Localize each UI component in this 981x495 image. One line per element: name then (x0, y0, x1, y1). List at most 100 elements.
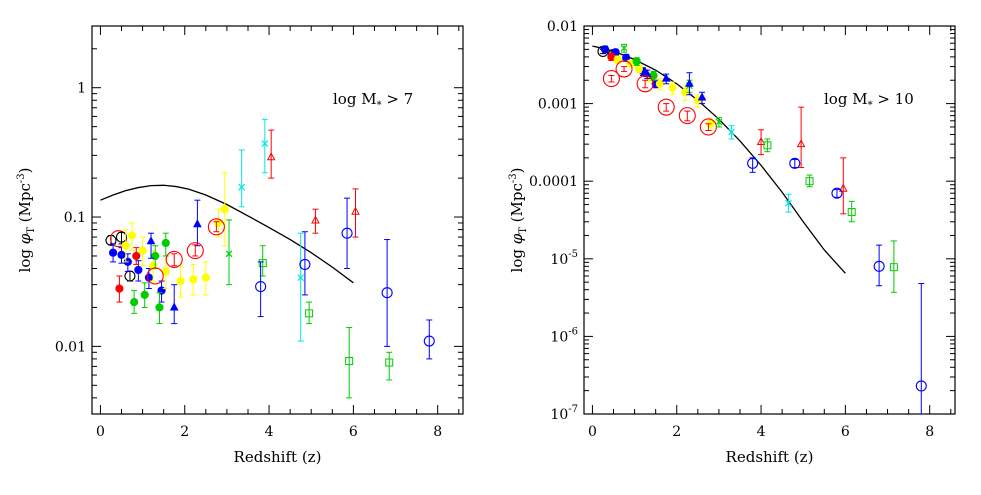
marker-open-square (805, 177, 814, 186)
marker-cross (785, 199, 792, 207)
marker-open-circle (873, 260, 885, 272)
marker-open-circle (299, 258, 311, 270)
marker-dot (176, 276, 185, 286)
data-point (607, 52, 616, 61)
data-point (385, 351, 394, 381)
marker-open-square (763, 141, 772, 150)
data-point (615, 60, 633, 78)
marker-large-circle (207, 218, 225, 236)
marker-large-circle (165, 250, 183, 268)
threshold-annotation: log M* > 7 (333, 90, 413, 111)
marker-large-circle (602, 70, 620, 88)
data-point (915, 283, 927, 414)
data-point (130, 290, 139, 314)
marker-triangle (661, 73, 671, 82)
data-point (620, 43, 628, 53)
data-point (789, 157, 801, 169)
data-point (108, 243, 118, 263)
data-point (805, 174, 814, 188)
data-point (763, 138, 772, 153)
y-tick-label: 0.01 (547, 19, 578, 35)
plot-area (592, 43, 927, 414)
data-point (847, 200, 856, 223)
x-tick-label: 4 (757, 424, 766, 440)
plot-frame (91, 25, 464, 415)
data-point (747, 157, 759, 173)
x-tick-label: 8 (925, 424, 934, 440)
data-point (838, 157, 848, 215)
data-point (634, 64, 643, 74)
data-point (636, 75, 654, 93)
threshold-annotation: log M* > 10 (824, 90, 914, 111)
marker-large-circle (636, 75, 654, 93)
marker-open-triangle (351, 206, 360, 215)
data-point (297, 232, 305, 342)
marker-open-circle (831, 187, 843, 199)
data-point (668, 81, 677, 96)
marker-open-circle (341, 227, 353, 239)
marker-dot (134, 265, 143, 275)
marker-open-triangle (756, 136, 766, 145)
marker-dot (155, 303, 164, 312)
data-point (121, 229, 130, 263)
x-tick-label: 0 (96, 424, 105, 440)
marker-dot (161, 238, 170, 248)
data-point (728, 125, 735, 140)
data-point (305, 301, 314, 325)
marker-open-circle (789, 157, 801, 169)
marker-large-circle (657, 98, 675, 116)
marker-large-circle (678, 107, 696, 125)
data-point (201, 261, 210, 296)
data-point (351, 188, 360, 238)
x-tick-label: 6 (841, 424, 850, 440)
x-axis-title: Redshift (z) (726, 448, 814, 466)
marker-open-circle (915, 380, 927, 392)
marker-open-circle (255, 281, 267, 293)
marker-dot (201, 273, 210, 282)
data-point (261, 118, 269, 174)
y-tick-label: 1 (77, 81, 86, 97)
data-point (600, 45, 610, 54)
data-point (345, 326, 354, 399)
data-point (381, 239, 393, 347)
marker-triangle (193, 219, 202, 228)
data-point (225, 219, 233, 286)
data-point (341, 197, 353, 270)
marker-dot (132, 251, 141, 261)
data-point (186, 242, 204, 260)
marker-open-square (847, 208, 856, 217)
data-point (255, 261, 267, 318)
y-tick-label: 10-7 (550, 404, 578, 423)
y-tick-label: 10-5 (550, 249, 578, 268)
data-point (146, 232, 156, 259)
marker-cross (225, 250, 233, 258)
data-point (311, 208, 320, 234)
marker-dot (220, 205, 229, 214)
data-point (124, 270, 136, 282)
marker-dot (634, 64, 643, 74)
x-tick-label: 2 (672, 424, 681, 440)
marker-cross (715, 118, 723, 126)
marker-dot (613, 55, 622, 64)
marker-open-circle (115, 231, 128, 243)
marker-open-triangle (838, 183, 848, 192)
data-point (831, 187, 843, 199)
y-axis-title: log φT (Mpc-3) (508, 168, 529, 273)
data-point (661, 73, 671, 85)
marker-dot (115, 284, 124, 293)
marker-cross (238, 183, 246, 191)
marker-dot (130, 297, 139, 307)
marker-dot (121, 241, 130, 250)
marker-dot (189, 275, 198, 284)
marker-cross (620, 44, 628, 52)
marker-triangle (685, 78, 694, 87)
data-point (299, 231, 311, 296)
marker-open-square (385, 358, 394, 367)
marker-cross (261, 140, 269, 147)
marker-cross (728, 128, 735, 136)
data-point (155, 292, 164, 325)
y-tick-label: 0.0001 (529, 174, 578, 190)
data-point (266, 129, 276, 179)
y-tick-label: 0.001 (538, 97, 578, 113)
